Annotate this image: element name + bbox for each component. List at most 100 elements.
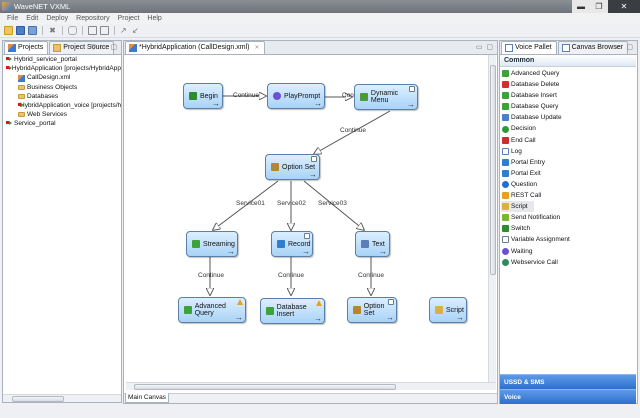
- output-arrow-icon[interactable]: →: [227, 247, 235, 256]
- save-icon[interactable]: [16, 26, 25, 35]
- panel-view-controls[interactable]: ▽ ▭ ▢: [90, 44, 118, 51]
- palette-section-common[interactable]: Common: [500, 55, 636, 67]
- node-label: Option Set: [282, 163, 316, 171]
- palette-item[interactable]: Switch: [501, 223, 635, 234]
- tree-item-label: Web Services: [27, 111, 67, 119]
- output-arrow-icon[interactable]: →: [456, 313, 464, 322]
- editor-view-controls[interactable]: ▭ ▢: [475, 44, 494, 51]
- palette-item[interactable]: Decision: [501, 123, 635, 134]
- tab-main-canvas[interactable]: Main Canvas: [125, 393, 169, 403]
- output-arrow-icon[interactable]: →: [314, 99, 322, 108]
- tab-canvas-browser[interactable]: Canvas Browser: [557, 41, 628, 54]
- node-text[interactable]: Text →: [355, 231, 390, 257]
- database-delete-icon: [502, 81, 509, 89]
- node-record[interactable]: Record →: [271, 231, 313, 257]
- palette-item[interactable]: Database Update: [501, 112, 635, 123]
- menu-project[interactable]: Project: [117, 15, 140, 22]
- menu-file[interactable]: File: [7, 15, 19, 22]
- tab-voice-pallet[interactable]: Voice Pallet: [501, 41, 557, 54]
- close-tab-icon[interactable]: ✕: [254, 45, 260, 51]
- palette-view-controls[interactable]: ▭ ▢: [615, 44, 634, 51]
- palette-item[interactable]: Database Query: [501, 101, 635, 112]
- minimize-button[interactable]: ▬: [572, 0, 590, 13]
- undo-icon[interactable]: ↗: [120, 26, 127, 35]
- palette-drawer-voice[interactable]: Voice: [500, 389, 636, 404]
- tree-item[interactable]: Databases: [6, 92, 121, 101]
- title-bar: WaveNET VXML ▬ ❐ ✕: [0, 0, 640, 13]
- menu-edit[interactable]: Edit: [26, 15, 39, 22]
- node-option-set-2[interactable]: Option Set →: [347, 297, 397, 323]
- output-arrow-icon[interactable]: →: [302, 247, 310, 256]
- close-button[interactable]: ✕: [608, 0, 640, 13]
- palette-item[interactable]: Send Notification: [501, 212, 635, 223]
- palette-item[interactable]: Log: [501, 146, 635, 157]
- projects-horizontal-scrollbar[interactable]: [3, 394, 121, 402]
- tree-item[interactable]: Business Objects: [6, 83, 121, 92]
- maximize-button[interactable]: ❐: [590, 0, 608, 13]
- scroll-thumb[interactable]: [134, 384, 396, 390]
- node-playprompt[interactable]: PlayPrompt →: [267, 83, 325, 109]
- project-tree: Hybrid_service_portal HybridApplication …: [6, 55, 121, 129]
- folder-icon: [18, 93, 25, 99]
- palette-item[interactable]: REST Call: [501, 190, 635, 201]
- output-arrow-icon[interactable]: →: [314, 314, 322, 323]
- tab-project-source[interactable]: Project Source: [49, 41, 115, 54]
- tab-call-design[interactable]: *HybridApplication (CallDesign.xml) ✕: [125, 41, 265, 54]
- palette-item[interactable]: Database Insert: [501, 90, 635, 101]
- save-all-icon[interactable]: [28, 26, 37, 35]
- palette-item[interactable]: Portal Entry: [501, 157, 635, 168]
- node-dynamic-menu[interactable]: Dynamic Menu →: [354, 84, 418, 110]
- node-advanced-query[interactable]: Advanced Query →: [178, 297, 246, 323]
- menu-repository[interactable]: Repository: [76, 15, 110, 22]
- tree-item[interactable]: HybridApplication [projects/HybridApp: [6, 64, 121, 73]
- tab-projects[interactable]: Projects: [4, 41, 49, 54]
- palette-item[interactable]: Webservice Call: [501, 257, 635, 268]
- palette-item[interactable]: Script: [501, 201, 534, 213]
- palette-drawer-ussd-sms[interactable]: USSD & SMS: [500, 374, 636, 389]
- palette-item[interactable]: End Call: [501, 135, 635, 146]
- menu-deploy[interactable]: Deploy: [46, 15, 69, 22]
- scroll-thumb[interactable]: [490, 65, 496, 275]
- scroll-thumb[interactable]: [12, 396, 64, 402]
- tree-item-label: Hybrid_service_portal: [14, 56, 77, 63]
- menu-help[interactable]: Help: [147, 15, 162, 22]
- tree-item[interactable]: CallDesign.xml: [6, 73, 121, 82]
- output-arrow-icon[interactable]: →: [379, 247, 387, 256]
- tree-item[interactable]: Service_portal: [6, 119, 121, 128]
- palette-item[interactable]: Variable Assignment: [501, 234, 635, 245]
- edge-option-set-text[interactable]: [303, 180, 364, 230]
- import-icon[interactable]: [100, 26, 109, 35]
- edge-option-set-streaming[interactable]: [213, 180, 279, 230]
- output-arrow-icon[interactable]: →: [235, 313, 243, 322]
- delete-icon[interactable]: ✖: [49, 26, 56, 35]
- node-option-set[interactable]: Option Set →: [265, 154, 320, 180]
- node-label: Database Insert: [276, 304, 307, 318]
- tree-item[interactable]: HybridApplication_voice [projects/h: [6, 101, 121, 110]
- advanced-query-icon: [502, 70, 509, 78]
- canvas-vertical-scrollbar[interactable]: [488, 55, 496, 382]
- palette-item[interactable]: Portal Exit: [501, 168, 635, 179]
- tree-item[interactable]: Web Services: [6, 110, 121, 119]
- node-streaming[interactable]: Streaming →: [186, 231, 238, 257]
- export-icon[interactable]: [88, 26, 97, 35]
- new-file-icon[interactable]: [4, 26, 13, 35]
- output-arrow-icon[interactable]: →: [386, 313, 394, 322]
- main-canvas[interactable]: Continue Continue Continue Service01 Ser…: [126, 55, 488, 382]
- canvas-horizontal-scrollbar[interactable]: [126, 382, 496, 390]
- output-arrow-icon[interactable]: →: [309, 170, 317, 179]
- palette-item[interactable]: Database Delete: [501, 79, 635, 90]
- palette-item[interactable]: Question: [501, 179, 635, 190]
- tree-item[interactable]: Hybrid_service_portal: [6, 55, 121, 64]
- palette-item[interactable]: Advanced Query: [501, 68, 635, 79]
- palette-item-label: Database Insert: [511, 92, 557, 100]
- node-begin[interactable]: Begin →: [183, 83, 223, 109]
- window-title: WaveNET VXML: [14, 2, 71, 11]
- output-arrow-icon[interactable]: →: [407, 100, 415, 109]
- output-arrow-icon[interactable]: →: [212, 99, 220, 108]
- deploy-icon[interactable]: [68, 26, 77, 35]
- edge-dynamic-menu-option-set[interactable]: [314, 110, 391, 154]
- node-database-insert[interactable]: Database Insert →: [260, 298, 325, 324]
- node-script[interactable]: Script →: [429, 297, 467, 323]
- palette-item[interactable]: Waiting: [501, 246, 635, 257]
- redo-icon[interactable]: ↙: [132, 26, 139, 35]
